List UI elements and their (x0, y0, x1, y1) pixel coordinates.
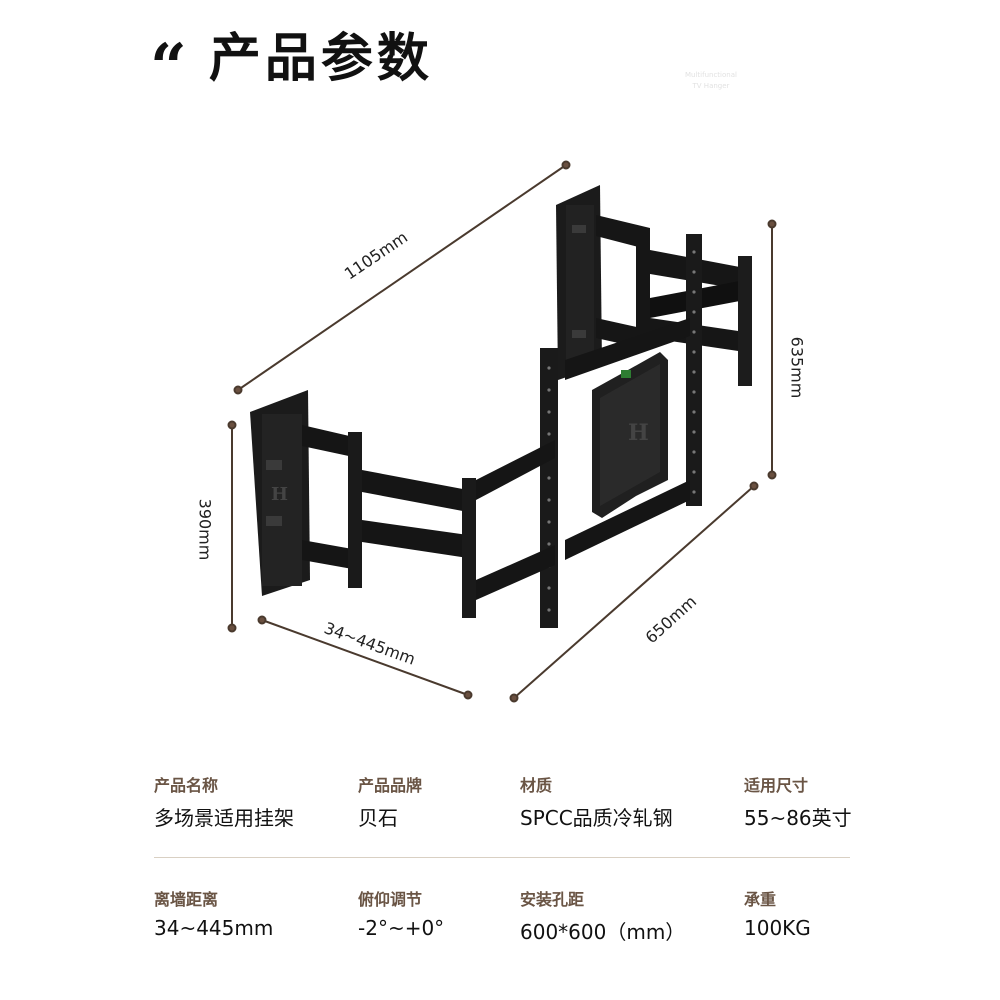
spec-divider (154, 857, 850, 858)
spec-row-1: 产品名称 多场景适用挂架 产品品牌 贝石 材质 SPCC品质冷轧钢 适用尺寸 5… (154, 772, 854, 831)
wall-plate-logo-letter: H (271, 484, 288, 505)
spec-value: 贝石 (358, 806, 398, 830)
spec-cell: 产品名称 多场景适用挂架 (154, 772, 358, 831)
spec-value: 55~86英寸 (744, 806, 852, 830)
spec-value: 多场景适用挂架 (154, 806, 294, 830)
spec-label: 承重 (744, 890, 777, 909)
front-wall-plate (250, 390, 310, 596)
dim-line-wall-distance (261, 619, 469, 696)
spec-label: 离墙距离 (154, 890, 219, 909)
spec-cell: 承重 100KG (744, 886, 854, 945)
spec-label: 产品品牌 (358, 776, 423, 795)
right-vertical-rail (686, 234, 702, 506)
spec-value: -2°~+0° (358, 916, 445, 940)
spec-table: 产品名称 多场景适用挂架 产品品牌 贝石 材质 SPCC品质冷轧钢 适用尺寸 5… (154, 772, 854, 945)
dim-label-height-right: 635mm (787, 336, 807, 399)
spec-label: 材质 (520, 776, 553, 795)
watermark-line-2: TV Hanger (692, 81, 730, 90)
vesa-plate (592, 352, 668, 518)
dim-line-depth (513, 485, 755, 699)
spec-value: 600*600（mm） (520, 920, 686, 944)
spec-cell: 俯仰调节 -2°~+0° (358, 886, 520, 945)
page-title: 产品参数 (208, 29, 433, 89)
watermark-line-1: Multifunctional (685, 71, 737, 79)
spec-label: 俯仰调节 (358, 890, 423, 909)
vesa-logo-letter: H (628, 420, 649, 446)
spec-value: 34~445mm (154, 916, 274, 940)
left-vertical-rail (540, 348, 558, 628)
spec-row-2: 离墙距离 34~445mm 俯仰调节 -2°~+0° 安装孔距 600*600（… (154, 886, 854, 945)
spec-cell: 安装孔距 600*600（mm） (520, 886, 744, 945)
spec-value: 100KG (744, 916, 811, 940)
spec-label: 产品名称 (154, 776, 219, 795)
back-wall-plate (556, 185, 602, 380)
spec-value: SPCC品质冷轧钢 (520, 806, 673, 830)
quote-mark: “ (150, 30, 187, 105)
dim-line-total-length (237, 164, 567, 391)
bracket-diagram: H H (227, 160, 777, 703)
spec-cell: 产品品牌 贝石 (358, 772, 520, 831)
page-header: “ 产品参数 (150, 28, 433, 100)
front-arms (302, 425, 555, 618)
dimension-lines (227, 160, 777, 703)
spec-label: 安装孔距 (520, 890, 585, 909)
center-arms (565, 318, 690, 560)
spec-cell: 材质 SPCC品质冷轧钢 (520, 772, 744, 831)
spec-label: 适用尺寸 (744, 776, 809, 795)
spec-cell: 离墙距离 34~445mm (154, 886, 358, 945)
watermark: Multifunctional TV Hanger (685, 70, 737, 91)
dim-label-height-left: 390mm (195, 498, 215, 561)
spec-cell: 适用尺寸 55~86英寸 (744, 772, 854, 831)
